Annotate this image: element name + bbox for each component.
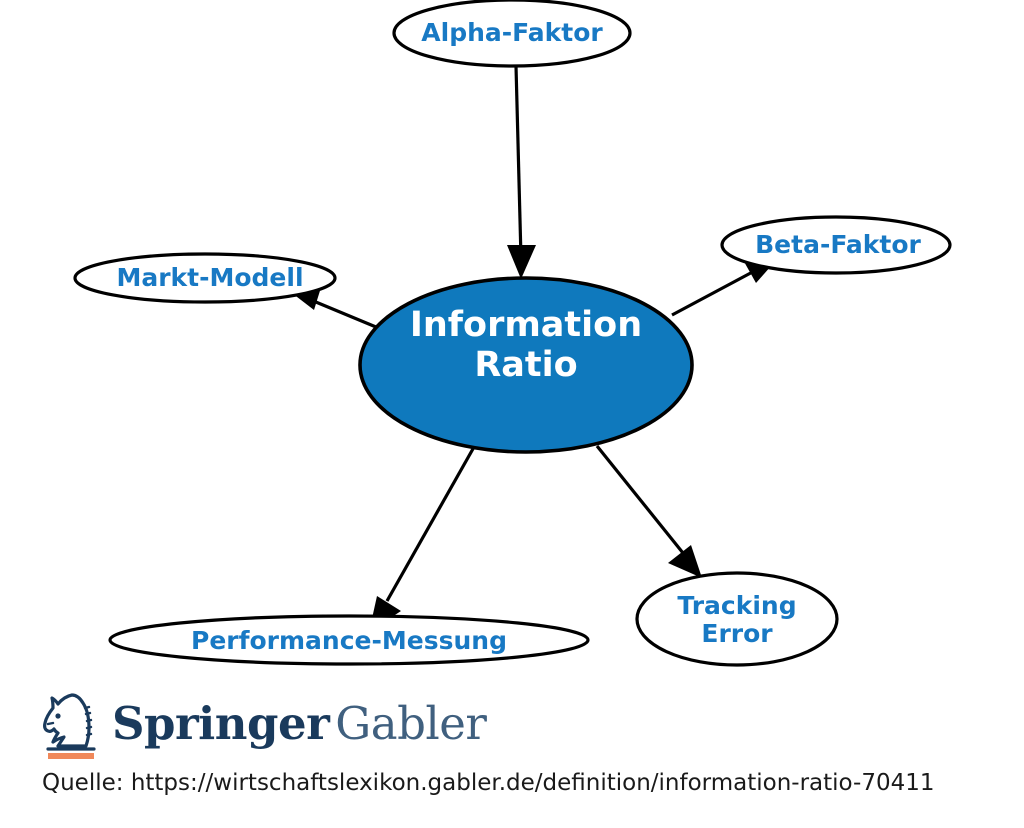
source-citation: Quelle: https://wirtschaftslexikon.gable… xyxy=(42,770,935,796)
knight-icon-svg xyxy=(43,693,96,759)
edge-line-performance xyxy=(385,446,476,602)
node-label-tracking-error-line2: Error xyxy=(701,619,773,648)
node-alpha-faktor[interactable]: Alpha-Faktor xyxy=(392,0,632,68)
node-performance-messung[interactable]: Performance-Messung xyxy=(108,614,590,666)
node-shape-alpha-faktor xyxy=(392,0,632,68)
node-label-beta-faktor: Beta-Faktor xyxy=(755,230,921,259)
node-markt-modell[interactable]: Markt-Modell xyxy=(73,252,337,304)
node-shape-markt-modell xyxy=(73,252,337,304)
node-label-markt-modell: Markt-Modell xyxy=(116,263,303,292)
node-shape-information-ratio xyxy=(358,276,694,454)
edge-line-tracking xyxy=(595,444,685,555)
springer-knight-horse-head-icon xyxy=(42,690,100,762)
node-label-tracking-error-line1: Tracking xyxy=(677,591,796,620)
node-tracking-error[interactable]: Tracking Error xyxy=(635,571,839,667)
edge-line-beta xyxy=(671,266,761,317)
node-label-information-ratio-line2: Ratio xyxy=(474,345,577,385)
edge-line-alpha xyxy=(514,65,523,259)
edge-center-to-tracking-error xyxy=(595,444,702,578)
node-shape-tracking-error xyxy=(635,571,839,667)
edge-center-to-performance-messung xyxy=(369,446,476,632)
node-beta-faktor[interactable]: Beta-Faktor xyxy=(720,215,952,275)
node-shape-beta-faktor xyxy=(720,215,952,275)
logo-word-springer: Springer xyxy=(112,696,330,750)
arrowhead-tracking-error xyxy=(668,545,702,578)
edge-alpha-faktor-to-center xyxy=(507,65,536,279)
logo-accent-bar xyxy=(48,753,94,759)
node-label-alpha-faktor: Alpha-Faktor xyxy=(421,18,603,47)
node-label-performance-messung: Performance-Messung xyxy=(191,626,507,655)
logo-word-gabler: Gabler xyxy=(335,696,487,750)
node-shape-performance-messung xyxy=(108,614,590,666)
node-information-ratio[interactable]: Information Ratio xyxy=(358,276,694,454)
arrowhead-alpha-into-center xyxy=(507,245,536,279)
edge-line-markt xyxy=(310,298,377,329)
node-label-information-ratio-line1: Information xyxy=(410,305,642,345)
